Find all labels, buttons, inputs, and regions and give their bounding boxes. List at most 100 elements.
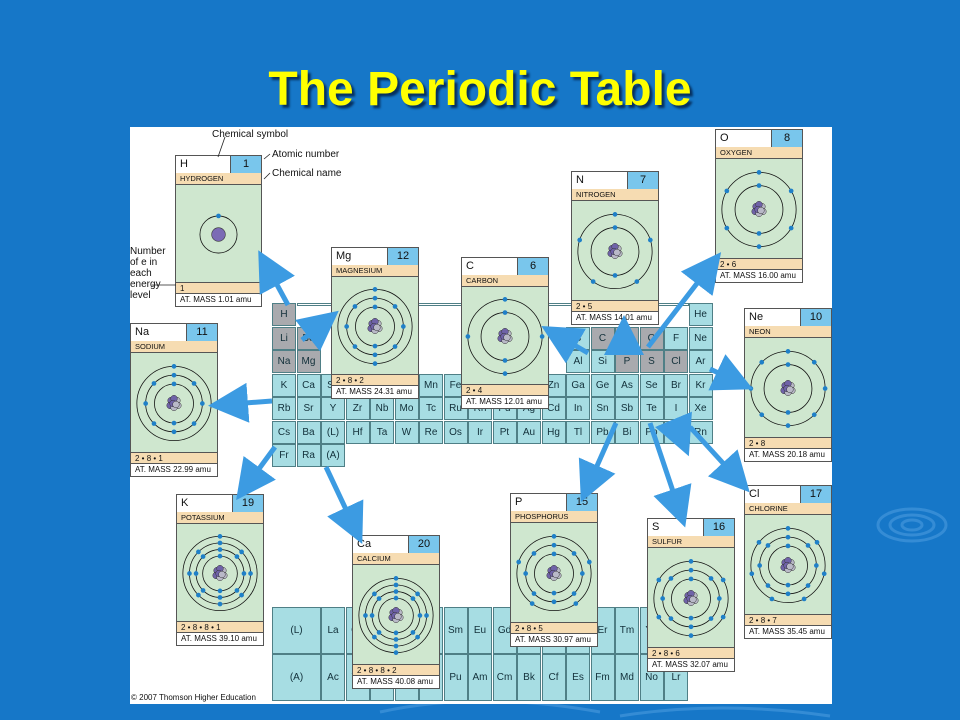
- electron: [393, 630, 399, 636]
- element-cell: Rb: [272, 397, 296, 420]
- element-cell: Ga: [566, 373, 590, 397]
- element-cell: Zr: [345, 397, 370, 420]
- card-atomic-mass: AT. MASS 20.18 amu: [745, 448, 831, 461]
- element-cell: Br: [664, 373, 688, 397]
- card-atomic-mass: AT. MASS 35.45 amu: [745, 625, 831, 638]
- element-cell: Ca: [296, 373, 321, 397]
- element-cell: Al: [566, 350, 590, 373]
- legend-energy-line: Number: [130, 246, 166, 257]
- slide-title: The Periodic Table: [268, 63, 692, 116]
- card-electron-config: 2 • 8 • 8 • 2: [353, 664, 439, 676]
- electron: [785, 526, 791, 531]
- card-symbol: K: [181, 497, 189, 509]
- card-symbol: Na: [135, 326, 150, 338]
- electron: [217, 588, 223, 594]
- electron: [551, 599, 557, 605]
- electron: [785, 582, 791, 588]
- card-atomic-mass: AT. MASS 22.99 amu: [131, 463, 217, 476]
- nucleon: [218, 570, 226, 579]
- electron: [187, 571, 192, 576]
- electron: [551, 551, 557, 557]
- electron: [785, 349, 791, 354]
- card-electron-config: 2 • 6: [716, 258, 802, 270]
- nucleus: [497, 328, 513, 344]
- nucleon: [786, 385, 794, 394]
- nucleus: [546, 565, 562, 581]
- element-cell: Se: [639, 373, 664, 397]
- electron: [372, 295, 378, 301]
- element-cell: Mg: [296, 350, 321, 373]
- electron: [765, 583, 771, 588]
- electron: [200, 554, 206, 559]
- element-cell: B: [566, 326, 590, 350]
- card-atomic-mass: AT. MASS 24.31 amu: [332, 385, 418, 398]
- card-name: SULFUR: [648, 536, 734, 548]
- legend-chemical-symbol: Chemical symbol: [212, 129, 289, 140]
- element-cell: Au: [517, 420, 541, 444]
- card-electron-config: 2 • 8 • 6: [648, 647, 734, 659]
- electron: [241, 571, 247, 576]
- element-cell: Md: [615, 654, 639, 701]
- card-atomic-mass: AT. MASS 16.00 amu: [716, 269, 802, 282]
- card-name: OXYGEN: [716, 147, 802, 159]
- electron: [551, 542, 557, 548]
- element-cell: Fm: [590, 654, 615, 701]
- electron: [143, 401, 149, 406]
- electron: [688, 633, 694, 638]
- nucleus: [211, 227, 226, 242]
- electron: [720, 577, 726, 583]
- electron: [813, 563, 819, 568]
- element-cell: H: [272, 303, 296, 326]
- connector-arrow: [323, 465, 364, 545]
- card-atomic-mass: AT. MASS 32.07 amu: [648, 658, 734, 671]
- electron: [502, 297, 508, 302]
- element-cell: Sm: [443, 607, 468, 654]
- element-cell: Pb: [590, 420, 615, 444]
- element-cell: C: [590, 326, 615, 350]
- electron: [821, 571, 827, 577]
- electron: [805, 543, 811, 548]
- element-cell: Hf: [345, 420, 370, 444]
- electron: [217, 595, 223, 600]
- card-name: POTASSIUM: [177, 512, 263, 524]
- card-atomic-number: 20: [408, 536, 439, 553]
- card-electron-config: 2 • 8 • 8 • 1: [177, 621, 263, 633]
- card-electron-config: 2 • 4: [462, 384, 548, 396]
- electron: [400, 324, 406, 329]
- electron: [393, 589, 399, 594]
- card-symbol: Ne: [749, 311, 764, 323]
- electron: [579, 571, 585, 576]
- electron: [171, 420, 177, 426]
- electron: [502, 310, 508, 315]
- electron: [785, 543, 791, 549]
- card-name: CARBON: [462, 275, 548, 287]
- electron: [393, 650, 399, 655]
- card-electron-config: 2 • 8 • 1: [131, 452, 217, 464]
- electron: [748, 386, 754, 391]
- card-electron-config: 1: [176, 282, 261, 294]
- electron: [769, 596, 775, 602]
- element-cell: Sn: [590, 397, 615, 420]
- card-symbol: H: [180, 158, 188, 170]
- electron: [612, 273, 618, 278]
- bohr-atom-diagram: [749, 526, 827, 604]
- electron: [814, 540, 820, 545]
- electron: [688, 624, 694, 630]
- element-cell: Ar: [688, 350, 713, 373]
- electron: [217, 547, 223, 552]
- nucleon: [552, 570, 560, 579]
- electron: [708, 576, 714, 581]
- element-cell: Am: [468, 654, 492, 701]
- element-cell: Tl: [566, 420, 590, 444]
- electron: [372, 591, 377, 597]
- electron: [392, 304, 398, 309]
- element-cell: S: [639, 350, 664, 373]
- card-atomic-mass: AT. MASS 1.01 amu: [176, 293, 261, 306]
